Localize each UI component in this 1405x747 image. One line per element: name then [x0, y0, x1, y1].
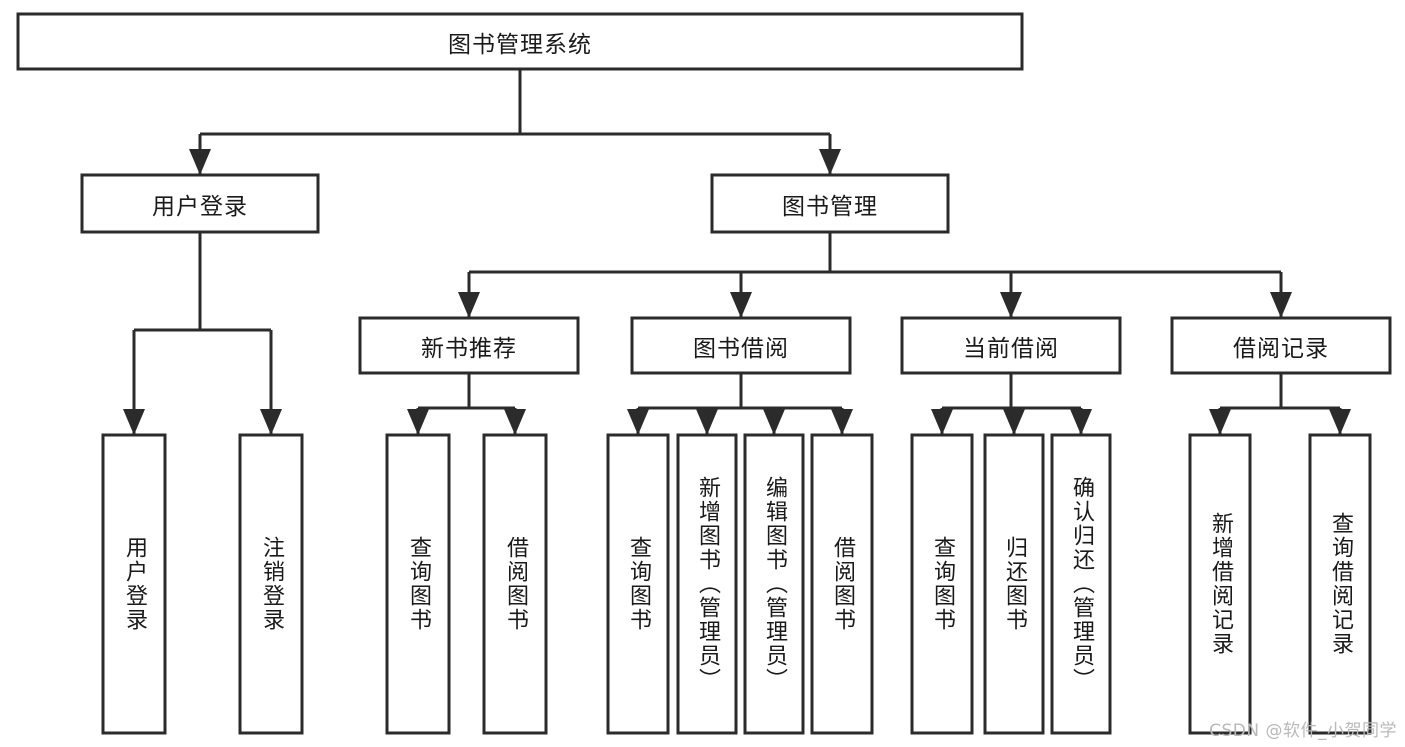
bookmgr-to-level3-arrow-1	[730, 292, 752, 318]
connector-layer	[123, 69, 1351, 435]
bookmgr-to-level3-arrow-3	[1270, 292, 1292, 318]
record-to-leaves-arrow-0	[1209, 409, 1231, 435]
level3-当前借阅-box[interactable]	[900, 316, 1122, 375]
root-图书管理系统-box[interactable]	[16, 12, 1024, 71]
borrow-to-leaves-arrow-3	[831, 409, 853, 435]
leaf-当前借阅-归还图书-box[interactable]	[983, 433, 1045, 735]
leaf-当前借阅-确认归还管理员-box[interactable]	[1050, 433, 1112, 735]
borrow-to-leaves-arrow-1	[696, 409, 718, 435]
leaf-借阅记录-查询借阅记录-box[interactable]	[1308, 433, 1372, 735]
leaf-图书借阅-借阅图书-box[interactable]	[810, 433, 874, 735]
borrow-to-leaves-arrow-2	[763, 409, 785, 435]
newbook-to-leaves-arrow-1	[504, 409, 526, 435]
level2-用户登录-box[interactable]	[80, 173, 320, 234]
record-to-leaves-arrow-1	[1329, 409, 1351, 435]
leaf-用户登录-注销登录-box[interactable]	[238, 433, 304, 735]
leaf-图书借阅-编辑图书管理员-box[interactable]	[743, 433, 805, 735]
current-to-leaves-arrow-2	[1070, 409, 1092, 435]
level3-图书借阅-box[interactable]	[630, 316, 852, 375]
leaf-当前借阅-查询图书-box[interactable]	[910, 433, 974, 735]
userlogin-to-leaves-arrow-1	[260, 409, 282, 435]
level2-图书管理-box[interactable]	[710, 173, 950, 234]
level3-借阅记录-box[interactable]	[1170, 316, 1392, 375]
bookmgr-to-level3-arrow-2	[1000, 292, 1022, 318]
current-to-leaves-arrow-1	[1003, 409, 1025, 435]
userlogin-to-leaves-arrow-0	[123, 409, 145, 435]
bookmgr-to-level3-arrow-0	[458, 292, 480, 318]
leaf-新书推荐-查询图书-box[interactable]	[385, 433, 451, 735]
leaf-借阅记录-新增借阅记录-box[interactable]	[1188, 433, 1252, 735]
leaf-用户登录-用户登录-box[interactable]	[101, 433, 167, 735]
newbook-to-leaves-arrow-0	[407, 409, 429, 435]
leaf-图书借阅-查询图书-box[interactable]	[606, 433, 670, 735]
current-to-leaves-arrow-0	[931, 409, 953, 435]
borrow-to-leaves-arrow-0	[627, 409, 649, 435]
leaf-图书借阅-新增图书管理员-box[interactable]	[676, 433, 738, 735]
root-to-level2-arrow-0	[189, 149, 211, 175]
level3-新书推荐-box[interactable]	[358, 316, 580, 375]
node-box-layer	[16, 12, 1392, 735]
root-to-level2-arrow-1	[819, 149, 841, 175]
leaf-新书推荐-借阅图书-box[interactable]	[482, 433, 548, 735]
